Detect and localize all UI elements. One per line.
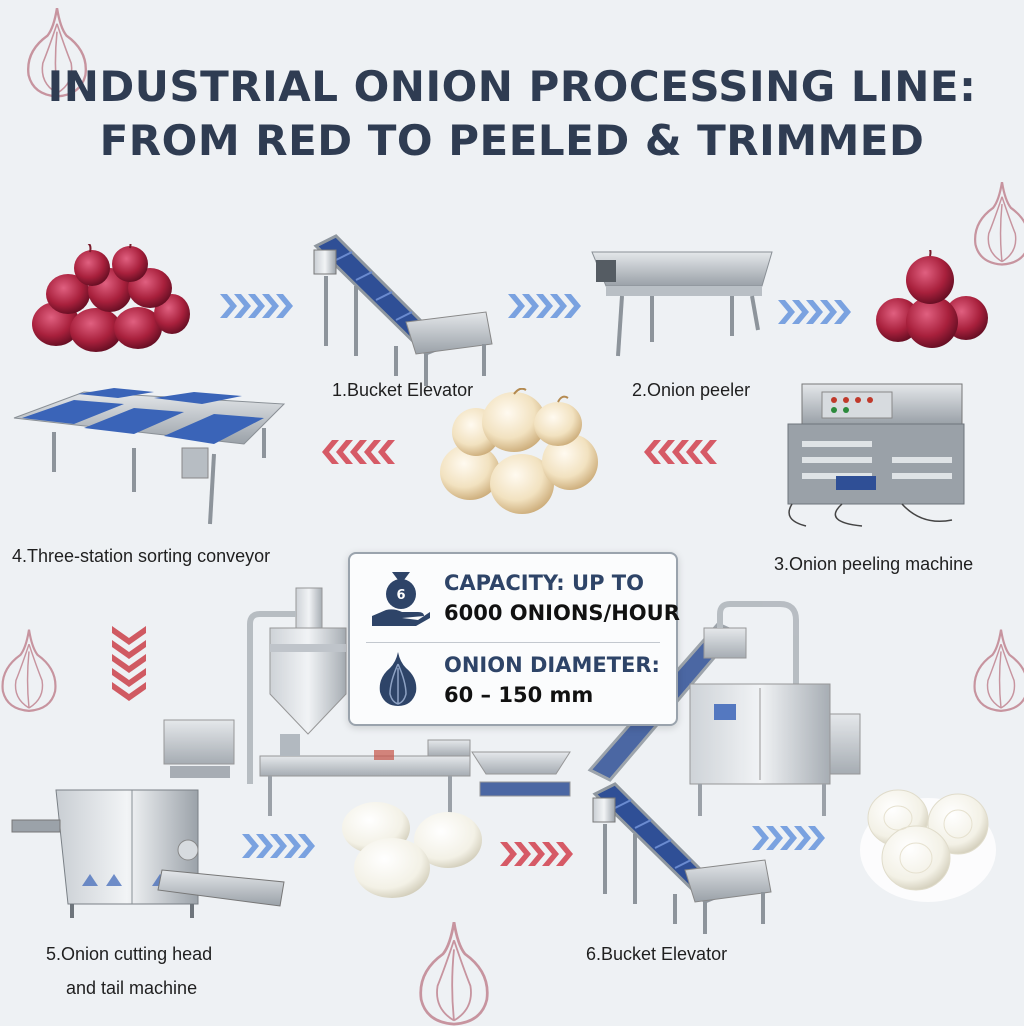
capacity-value: 6000 ONIONS/HOUR	[444, 601, 680, 625]
peeled-onions-image	[440, 388, 598, 514]
step-1-label: 1.Bucket Elevator	[332, 380, 474, 400]
red-onions-image	[876, 250, 988, 348]
onion-peeling-machine	[787, 383, 965, 527]
processing-line-background	[163, 587, 861, 816]
onion-outline-icon	[973, 628, 1024, 712]
chevron-arrow-icon	[112, 626, 146, 701]
chevron-arrow-icon	[500, 842, 573, 866]
capacity-text: CAPACITY: UP TO 6000 ONIONS/HOUR	[444, 568, 680, 628]
trimmed-onions-image	[342, 802, 482, 898]
chevron-arrow-icon	[778, 300, 851, 324]
page-title: INDUSTRIAL ONION PROCESSING LINE: FROM R…	[0, 60, 1024, 168]
chevron-arrow-icon	[508, 294, 581, 318]
step-5-label: 5.Onion cutting head	[46, 944, 213, 964]
chevron-arrow-icon	[220, 294, 293, 318]
step-5-label-line2: and tail machine	[66, 978, 198, 998]
capacity-label: CAPACITY: UP TO	[444, 571, 644, 595]
diameter-row: ONION DIAMETER: 60 – 150 mm	[350, 648, 676, 718]
diameter-value: 60 – 150 mm	[444, 683, 594, 707]
chevron-arrow-icon	[242, 834, 315, 858]
specs-divider	[366, 642, 660, 643]
title-line-1: INDUSTRIAL ONION PROCESSING LINE:	[47, 62, 977, 111]
step-2-label: 2.Onion peeler	[632, 380, 751, 400]
title-line-2: FROM RED TO PEELED & TRIMMED	[99, 116, 925, 165]
capacity-row: 6 CAPACITY: UP TO 6000 ONIONS/HOUR	[350, 560, 680, 630]
specs-panel: 6 CAPACITY: UP TO 6000 ONIONS/HOUR ONION…	[348, 552, 680, 726]
diameter-label: ONION DIAMETER:	[444, 653, 660, 677]
step-3-label: 3.Onion peeling machine	[774, 554, 974, 574]
money-bag-hand-icon: 6	[372, 572, 430, 626]
trimmed-onions-image	[860, 789, 996, 902]
bucket-elevator-machine	[591, 782, 773, 936]
chevron-arrow-icon	[322, 440, 395, 464]
bucket-elevator-machine	[312, 234, 494, 388]
step-4-label: 4.Three-station sorting conveyor	[12, 546, 271, 566]
onion-icon	[379, 652, 417, 706]
onion-outline-icon	[1, 628, 57, 712]
chevron-arrow-icon	[644, 440, 717, 464]
diameter-text: ONION DIAMETER: 60 – 150 mm	[444, 650, 660, 710]
onion-peeler-machine	[591, 251, 773, 357]
onion-cutting-machine	[11, 789, 285, 918]
sorting-conveyor-machine	[13, 388, 286, 525]
red-onions-image	[32, 244, 190, 352]
capacity-icon-number: 6	[396, 588, 405, 603]
step-6-label: 6.Bucket Elevator	[586, 944, 728, 964]
onion-outline-icon	[419, 922, 489, 1026]
